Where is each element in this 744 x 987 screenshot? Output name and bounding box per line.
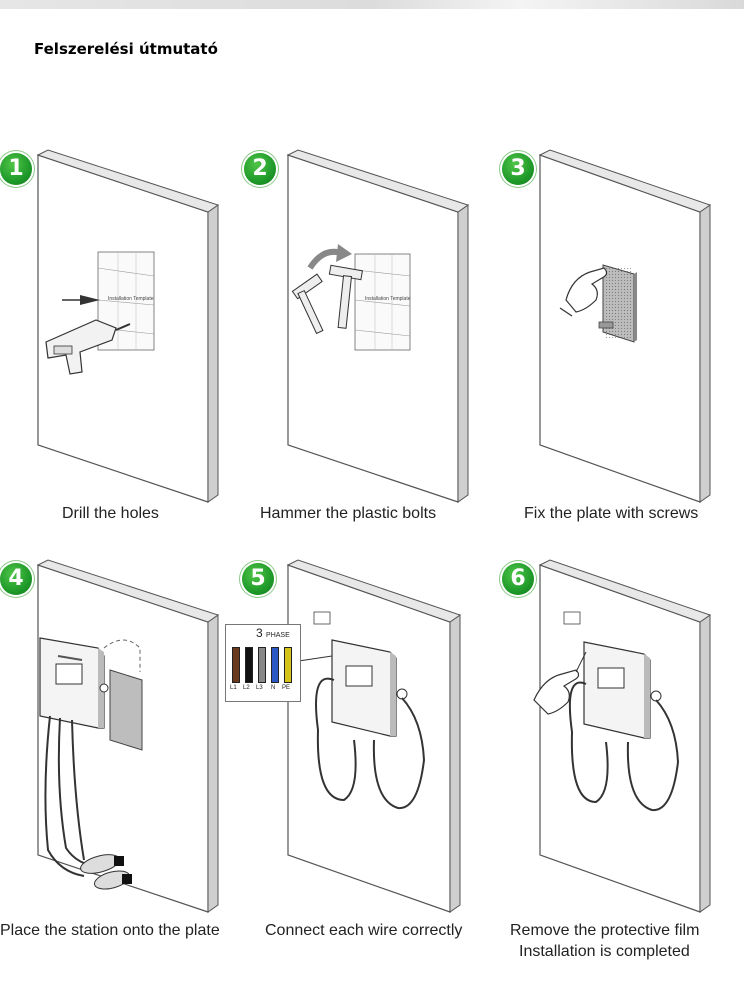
template-label: Installation Template	[365, 296, 411, 302]
wire-L3	[258, 647, 266, 683]
step-caption: Fix the plate with screws	[524, 505, 699, 522]
wall-illustration	[286, 559, 462, 913]
step-caption-completed: Installation is completed	[519, 943, 690, 960]
wall-illustration	[533, 559, 712, 913]
step-caption: Connect each wire correctly	[265, 922, 463, 939]
step-5: 3 PHASE L1 L2 L3 N PE 5 Connect each wir…	[222, 559, 482, 950]
wire-label-PE: PE	[282, 685, 291, 691]
hammer-icon	[291, 244, 364, 335]
wire-L2	[245, 647, 253, 683]
step-3: 3 Fix the plate with screws	[500, 149, 740, 522]
wire-N	[271, 647, 279, 683]
charging-cable	[568, 681, 680, 812]
mounting-plate	[103, 639, 143, 751]
step-number-badge: 1	[0, 153, 32, 185]
page-title: Felszerelési útmutató	[34, 40, 218, 58]
step-caption: Hammer the plastic bolts	[260, 505, 437, 522]
wire-label-N: N	[271, 685, 276, 691]
step-caption: Place the station onto the plate	[0, 922, 220, 939]
phase-unit: PHASE	[266, 632, 290, 639]
drill-icon	[45, 295, 131, 375]
wall-illustration	[36, 559, 220, 913]
wiring-panel: 3 PHASE L1 L2 L3 N PE	[225, 624, 301, 702]
template-label: Installation Template	[108, 296, 154, 302]
top-banner-strip	[0, 0, 744, 9]
wall-illustration: Installation Template	[286, 149, 470, 503]
hand-icon	[533, 651, 587, 715]
step-caption: Drill the holes	[62, 505, 159, 522]
step-2: Installation Template 2 Hammer the plast…	[240, 149, 470, 522]
charging-station-icon	[39, 637, 109, 729]
wall-socket	[563, 611, 581, 625]
mounting-plate	[598, 264, 637, 343]
wire-PE	[284, 647, 292, 683]
charging-station-icon	[583, 641, 662, 739]
wall-illustration: Installation Template	[36, 149, 220, 503]
step-1: Installation Template 1 Drill the holes	[0, 149, 230, 522]
charging-cable	[44, 715, 132, 890]
wire-label-L2: L2	[243, 685, 250, 691]
wire-L1	[232, 647, 240, 683]
phase-count: 3	[256, 626, 263, 640]
wire-label-L1: L1	[230, 685, 237, 691]
step-number-badge: 5	[242, 563, 274, 595]
step-caption: Remove the protective film	[510, 922, 700, 939]
wall-illustration	[538, 149, 712, 503]
step-number-badge: 3	[502, 153, 534, 185]
installation-template: Installation Template	[354, 253, 411, 351]
step-number-badge: 6	[502, 563, 534, 595]
wire-label-L3: L3	[256, 685, 263, 691]
step-4: 4 Place the station onto the plate	[0, 559, 240, 950]
hand-icon	[559, 267, 608, 317]
wall-socket	[313, 611, 331, 625]
step-6: 6 Remove the protective film Installatio…	[500, 559, 744, 960]
step-number-badge: 2	[244, 153, 276, 185]
charging-cable	[315, 677, 426, 810]
step-number-badge: 4	[0, 563, 32, 595]
charging-station-icon	[331, 639, 408, 737]
